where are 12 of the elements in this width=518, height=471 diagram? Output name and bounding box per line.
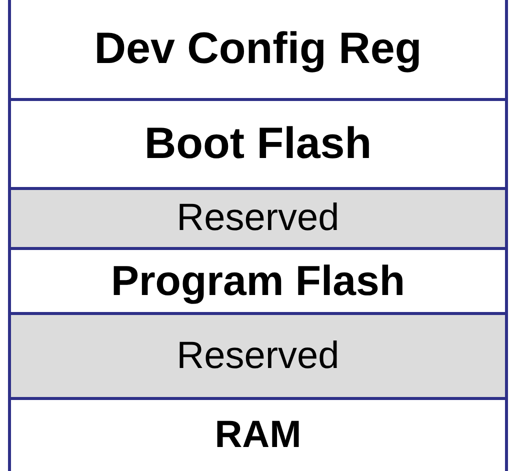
memory-region xyxy=(8,312,508,400)
region-label: Reserved xyxy=(176,334,340,378)
memory-region xyxy=(8,247,508,315)
memory-region xyxy=(8,397,508,471)
region-label: Boot Flash xyxy=(144,119,372,169)
region-label: Dev Config Reg xyxy=(94,24,422,74)
memory-region xyxy=(8,98,508,190)
memory-region xyxy=(8,0,508,101)
region-label: RAM xyxy=(214,414,302,457)
memory-region xyxy=(8,187,508,250)
region-label: Program Flash xyxy=(110,257,406,305)
region-label: Reserved xyxy=(176,197,340,240)
